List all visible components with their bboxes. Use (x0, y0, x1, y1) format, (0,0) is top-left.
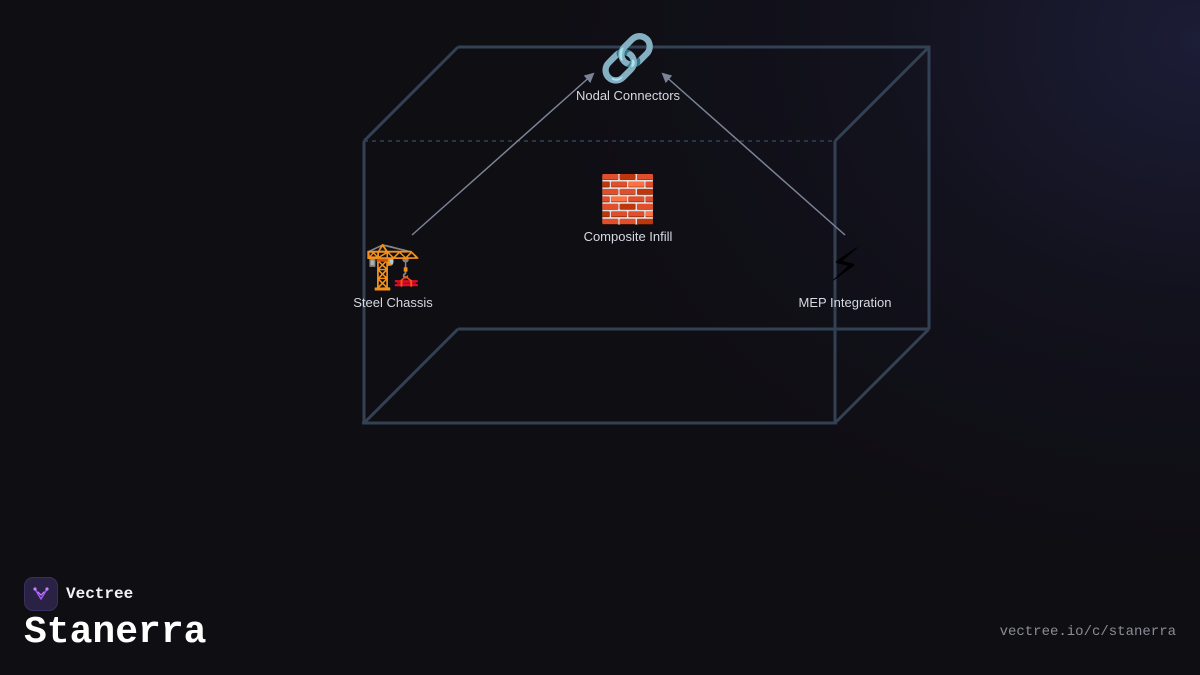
company-name: Stanerra (24, 611, 207, 654)
box-depth-edge-bottom-left (362, 327, 460, 425)
vectree-logo-icon (24, 577, 58, 611)
company-url[interactable]: vectree.io/c/stanerra (999, 624, 1176, 640)
link-icon: 🔗 (599, 31, 657, 85)
brand-name: Vectree (66, 585, 134, 603)
box-depth-edge-bottom-right (833, 327, 931, 425)
lightning-icon: ⚡ (828, 238, 862, 292)
node-nodal-connectors: 🔗 Nodal Connectors (548, 32, 708, 103)
node-steel-chassis: 🏗️ Steel Chassis (313, 239, 473, 310)
crane-icon: 🏗️ (364, 238, 422, 292)
node-label: Nodal Connectors (575, 88, 681, 103)
node-label: MEP Integration (798, 295, 892, 310)
arrow-mep-to-nodal (661, 72, 846, 236)
box-depth-edge-top-right (833, 45, 931, 143)
node-mep-integration: ⚡ MEP Integration (765, 239, 925, 310)
brick-icon: 🧱 (599, 172, 657, 226)
node-label: Steel Chassis (353, 295, 433, 310)
node-composite-infill: 🧱 Composite Infill (548, 173, 708, 244)
arrow-steel-to-nodal (411, 72, 595, 236)
brand: Vectree (24, 577, 133, 611)
node-label: Composite Infill (583, 229, 673, 244)
box-depth-edge-top-left (362, 45, 460, 143)
